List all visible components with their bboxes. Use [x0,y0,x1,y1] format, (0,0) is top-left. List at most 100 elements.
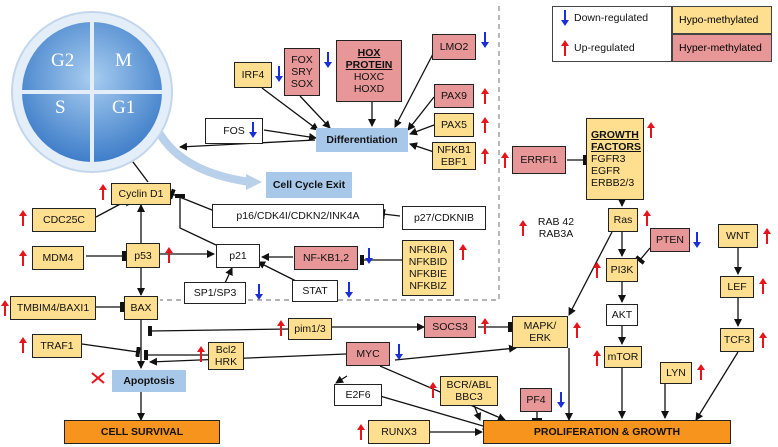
cell-cycle-wheel [11,11,173,173]
up-arrow-icon [763,228,771,244]
down-arrow-icon [345,282,353,298]
up-arrow-icon [647,122,655,138]
up-arrow-icon [277,320,285,336]
node-label: HOX [357,47,381,59]
down-arrow-icon [275,66,283,82]
node-bax: BAX [124,296,158,320]
node-label: FACTORS [591,141,641,153]
node-label: SOX [290,78,314,90]
node-pax9: PAX9 [434,84,474,108]
legend-up-arrow-icon [561,40,569,56]
node-label: FOX [291,54,313,66]
node-label: EGFR [591,165,621,177]
node-label: EBF1 [440,156,468,168]
up-arrow-icon [593,262,601,278]
up-arrow-icon [357,424,365,440]
node-nfkb12: NF-KB1,2 [294,246,358,270]
node-label: Bcl2 [215,344,237,356]
up-arrow-icon [697,364,705,380]
node-nfkb1-ebf1: NFKB1 EBF1 [432,142,476,170]
up-arrow-icon [481,148,489,164]
node-pf4: PF4 [520,388,552,412]
up-arrow-icon [429,382,437,398]
node-rab: RAB 42 RAB3A [532,212,580,244]
node-hox-protein: HOX PROTEIN HOXC HOXD [336,40,402,102]
up-arrow-icon [165,247,173,263]
legend-down-label: Down-regulated [574,12,649,24]
node-nfkbi: NFKBIA NFKBID NFKBIE NFKBIZ [402,240,454,296]
up-arrow-icon [573,322,581,338]
up-arrow-icon [481,318,489,334]
node-label: BBC3 [455,391,483,403]
node-label: NFKBIZ [409,280,447,292]
node-runx3: RUNX3 [368,420,430,444]
node-label: NFKB1 [437,144,471,156]
node-mdm4: MDM4 [32,246,84,270]
node-pim13: pim1/3 [288,318,332,340]
node-pten: PTEN [650,228,690,252]
node-label: ERK [529,332,551,344]
node-bcr-abl: BCR/ABL BBC3 [440,376,498,406]
up-arrow-icon [759,278,767,294]
phase-s-label: S [55,97,66,118]
node-label: RAB3A [538,228,574,240]
node-label: MAPK/ [523,320,557,332]
node-label: NFKBIE [409,268,447,280]
node-cell-cycle-exit: Cell Cycle Exit [266,172,352,198]
legend-down-arrow-icon [561,10,569,26]
node-bcl2-hrk: Bcl2 HRK [208,342,244,370]
node-pi3k: PI3K [606,258,638,282]
node-ras: Ras [608,208,638,232]
node-p27: p27/CDKNIB [402,206,486,230]
up-arrow-icon [481,88,489,104]
legend-hypo-label: Hypo-methylated [672,6,772,34]
node-irf4: IRF4 [234,62,272,88]
node-myc: MYC [346,342,390,366]
node-label: HOXC [353,71,385,83]
node-label: HOXD [353,83,385,95]
node-tmbim4: TMBIM4/BAXI1 [10,296,96,320]
down-arrow-icon [557,392,565,408]
node-label: NFKBIA [409,244,447,256]
down-arrow-icon [324,52,332,68]
node-label: RAB 42 [537,216,575,228]
node-akt: AKT [606,304,638,326]
down-arrow-icon [255,284,263,300]
legend-regulation [552,6,672,62]
legend-hyper-label: Hyper-methylated [672,34,772,62]
node-errfi1: ERRFI1 [512,146,566,174]
node-tcf3: TCF3 [720,328,754,352]
node-e2f6: E2F6 [334,384,382,406]
up-arrow-icon [519,220,527,236]
node-cell-survival: CELL SURVIVAL [64,420,220,444]
node-proliferation: PROLIFERATION & GROWTH [483,420,731,444]
up-arrow-icon [197,346,205,362]
up-arrow-icon [19,210,27,226]
node-growth-factors: GROWTH FACTORS FGFR3 EGFR ERBB2/3 [586,118,644,200]
node-stat: STAT [292,280,338,302]
node-lyn: LYN [660,362,692,384]
down-arrow-icon [481,32,489,48]
node-wnt: WNT [718,224,758,248]
node-cyclin-d1: Cyclin D1 [111,183,171,205]
node-socs3: SOCS3 [424,316,476,338]
node-fox-sry-sox: FOX SRY SOX [284,48,320,96]
phase-g1-label: G1 [112,97,136,118]
down-arrow-icon [395,344,403,360]
node-label: NFKBID [408,256,448,268]
node-p16: p16/CDK4I/CDKN2/INK4A [212,204,384,228]
node-label: SRY [291,66,313,78]
node-sp1-sp3: SP1/SP3 [184,282,246,304]
node-apoptosis: Apoptosis [112,370,186,392]
up-arrow-icon [19,337,27,353]
node-mapk-erk: MAPK/ ERK [512,316,568,348]
phase-g2-label: G2 [51,50,75,71]
up-arrow-icon [19,250,27,266]
inhibited-cross-icon [91,372,105,384]
node-traf1: TRAF1 [32,334,82,358]
up-arrow-icon [593,350,601,366]
up-arrow-icon [759,332,767,348]
phase-m-label: M [115,50,132,71]
